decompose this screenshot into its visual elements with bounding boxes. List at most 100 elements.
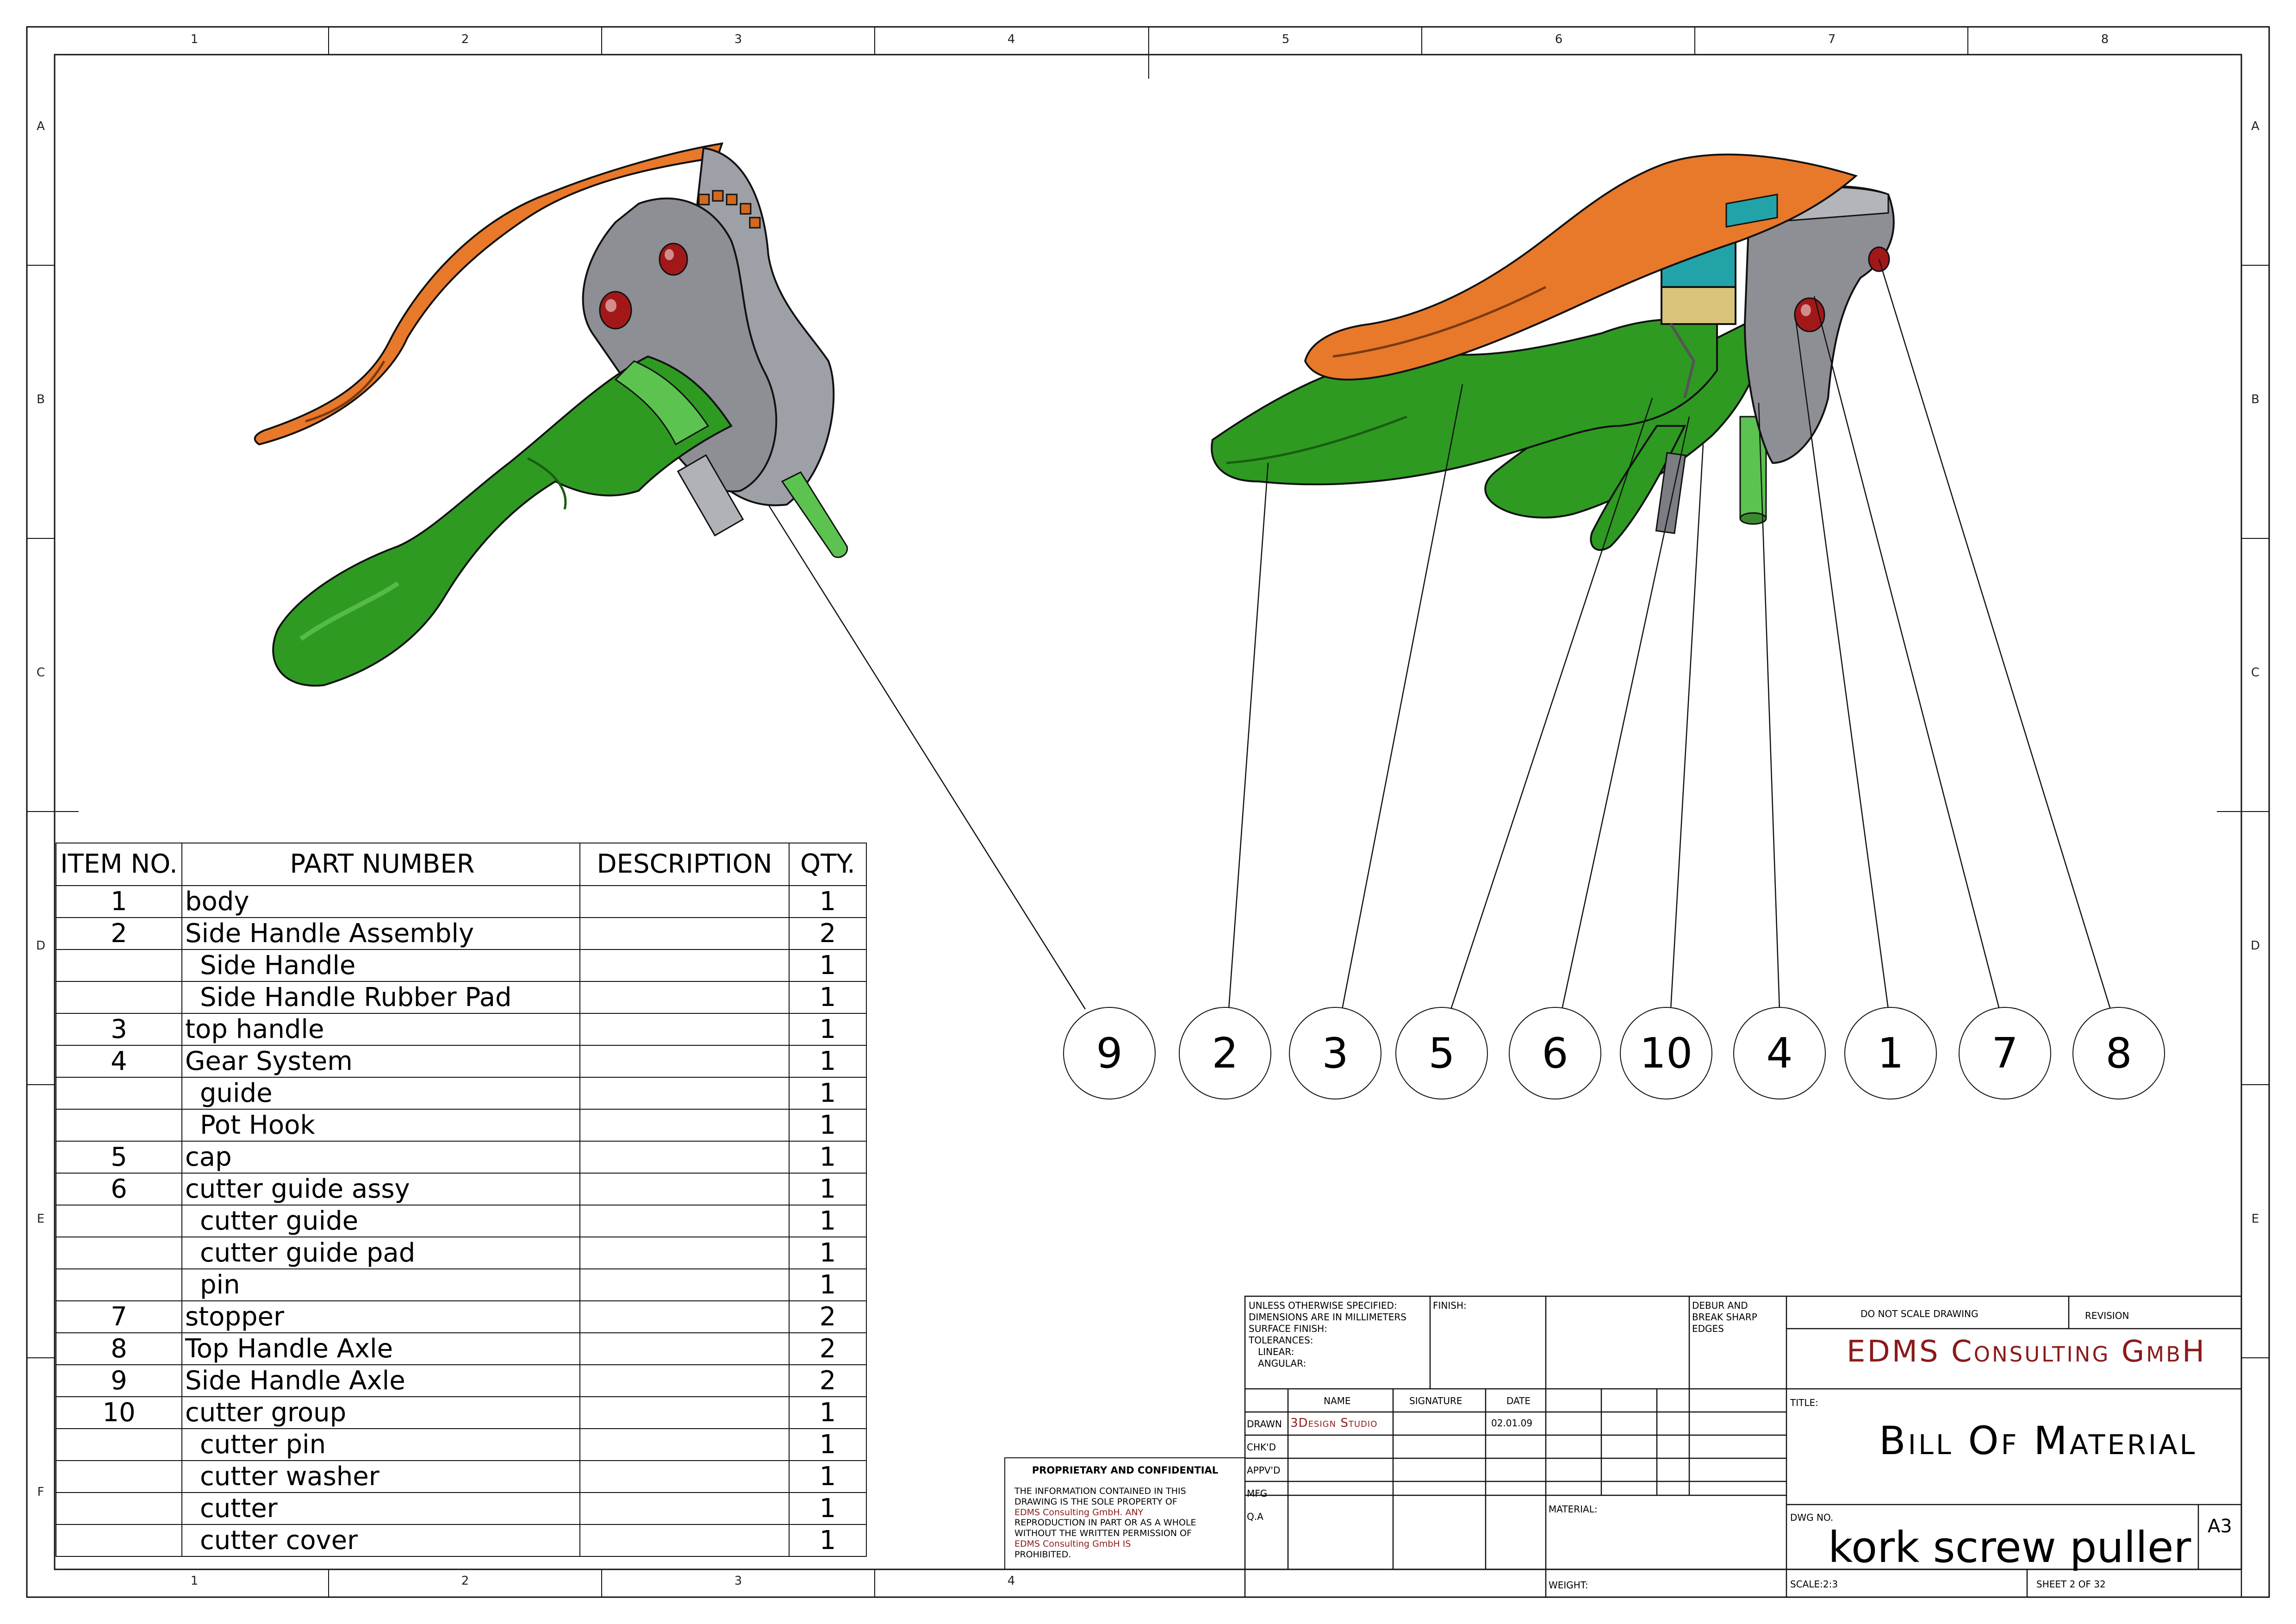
bom-qty: 1 <box>789 1428 867 1461</box>
debur-line-3: EDGES <box>1692 1323 1724 1334</box>
bom-part-number: Pot Hook <box>181 1109 580 1142</box>
drawing-title: Bill Of Material <box>1879 1418 2197 1463</box>
bom-item-no <box>56 1077 182 1110</box>
isometric-view-corkscrew <box>254 142 848 687</box>
bom-item-no: 6 <box>56 1173 182 1206</box>
zone-col-1-bottom: 1 <box>190 1574 199 1588</box>
bom-part-number: Side Handle Rubber Pad <box>181 981 580 1014</box>
bom-part-number: cutter guide pad <box>181 1237 580 1269</box>
bom-qty: 1 <box>789 1524 867 1557</box>
bom-qty: 1 <box>789 1492 867 1525</box>
tol-line-2: DIMENSIONS ARE IN MILLIMETERS <box>1249 1312 1406 1323</box>
col-signature-header: SIGNATURE <box>1409 1395 1462 1406</box>
row-appvd-label: APPV'D <box>1247 1465 1281 1476</box>
debur-line-1: DEBUR AND <box>1692 1300 1748 1311</box>
zone-col-4: 4 <box>1007 32 1015 46</box>
bom-item-no: 2 <box>56 917 182 950</box>
bom-qty: 1 <box>789 981 867 1014</box>
dwg-number: kork screw puller <box>1828 1523 2191 1572</box>
title-label: TITLE: <box>1790 1397 1818 1408</box>
zone-row-e-right: E <box>2251 1212 2259 1226</box>
bom-qty: 1 <box>789 1141 867 1174</box>
do-not-scale-label: DO NOT SCALE DRAWING <box>1860 1308 1979 1319</box>
zone-col-7: 7 <box>1828 32 1836 46</box>
zone-col-2: 2 <box>461 32 469 46</box>
zone-col-6: 6 <box>1555 32 1563 46</box>
bom-part-number: top handle <box>181 1013 580 1046</box>
bom-header-qty: QTY. <box>789 843 867 886</box>
side-view-corkscrew <box>1211 153 1895 551</box>
balloon-2: 2 <box>1179 1007 1271 1099</box>
body-plate-shape <box>582 197 778 493</box>
bom-item-no: 7 <box>56 1300 182 1333</box>
row-chkd-label: CHK'D <box>1247 1442 1276 1453</box>
row-qa-label: Q.A <box>1247 1511 1263 1522</box>
cutter-group-shape <box>1661 286 1736 325</box>
bom-description <box>579 949 790 982</box>
bom-qty: 2 <box>789 917 867 950</box>
bom-qty: 1 <box>789 1237 867 1269</box>
bom-description <box>579 1173 790 1206</box>
table-row: Side Handle Rubber Pad 1 <box>56 981 867 1014</box>
side-handle-axle-shape <box>781 471 848 558</box>
zone-row-e: E <box>37 1212 45 1226</box>
bom-item-no: 5 <box>56 1141 182 1174</box>
bom-item-no <box>56 1492 182 1525</box>
bom-qty: 1 <box>789 1173 867 1206</box>
bom-part-number: cap <box>181 1141 580 1174</box>
zone-col-1: 1 <box>190 32 199 46</box>
sheet-size: A3 <box>2208 1516 2232 1537</box>
bom-qty: 1 <box>789 885 867 918</box>
bom-description <box>579 981 790 1014</box>
bom-qty: 1 <box>789 1045 867 1078</box>
balloon-5: 5 <box>1395 1007 1488 1099</box>
tol-line-3: SURFACE FINISH: <box>1249 1323 1327 1334</box>
bom-description <box>579 1524 790 1557</box>
bom-description <box>579 1332 790 1365</box>
proprietary-line-7: PROHIBITED. <box>1014 1549 1071 1560</box>
zone-row-b: B <box>37 393 45 406</box>
dwg-no-label: DWG NO. <box>1790 1512 1834 1523</box>
bom-part-number: Gear System <box>181 1045 580 1078</box>
bom-qty: 1 <box>789 1205 867 1237</box>
bom-qty: 1 <box>789 1109 867 1142</box>
zone-row-a: A <box>37 119 45 133</box>
tol-line-1: UNLESS OTHERWISE SPECIFIED: <box>1249 1300 1397 1311</box>
bom-item-no <box>56 949 182 982</box>
balloon-10: 10 <box>1620 1007 1712 1099</box>
bom-part-number: cutter cover <box>181 1524 580 1557</box>
zone-row-a-right: A <box>2251 119 2259 133</box>
bom-item-no <box>56 1268 182 1301</box>
table-row: cutter cover 1 <box>56 1524 867 1557</box>
bom-item-no: 3 <box>56 1013 182 1046</box>
tol-line-6: ANGULAR: <box>1258 1358 1307 1369</box>
bom-part-number: pin <box>181 1268 580 1301</box>
balloon-8: 8 <box>2072 1007 2165 1099</box>
bom-qty: 2 <box>789 1332 867 1365</box>
zone-row-f: F <box>37 1485 44 1499</box>
zone-row-d: D <box>36 939 46 953</box>
balloon-3: 3 <box>1289 1007 1381 1099</box>
sheet-label: SHEET 2 OF 32 <box>2036 1579 2106 1590</box>
bom-qty: 1 <box>789 1268 867 1301</box>
balloon-6: 6 <box>1509 1007 1601 1099</box>
bom-item-no <box>56 1460 182 1493</box>
company-name: EDMS Consulting GmbH <box>1847 1335 2207 1369</box>
bom-item-no: 10 <box>56 1396 182 1429</box>
bom-item-no <box>56 1524 182 1557</box>
proprietary-line-1: THE INFORMATION CONTAINED IN THIS <box>1014 1486 1186 1496</box>
zone-row-b-right: B <box>2251 393 2259 406</box>
balloon-7: 7 <box>1959 1007 2051 1099</box>
proprietary-line-4: REPRODUCTION IN PART OR AS A WHOLE <box>1014 1518 1196 1528</box>
balloon-9: 9 <box>1063 1007 1156 1099</box>
